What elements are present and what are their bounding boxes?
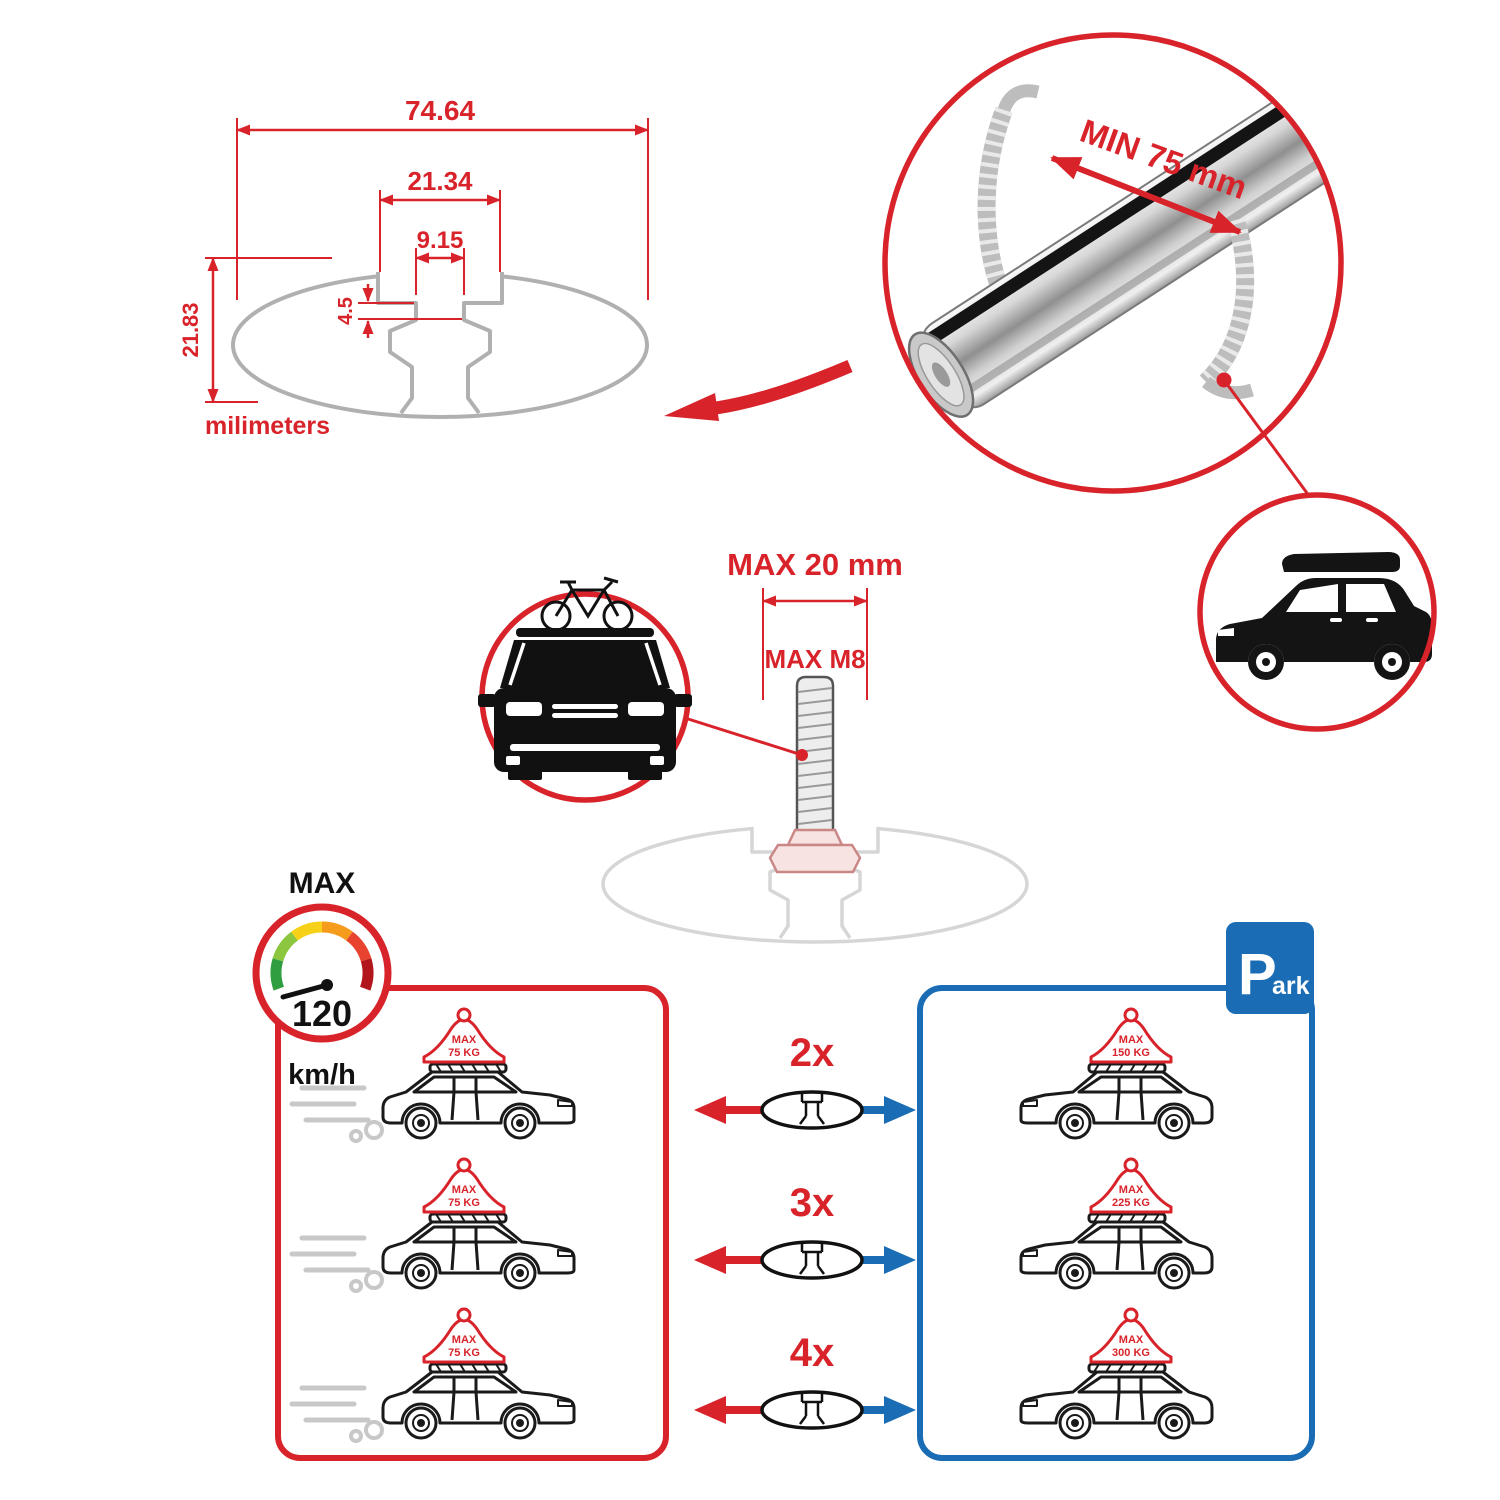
- crossbar-detail-circle: MIN 75 mm: [882, 32, 1344, 509]
- gauge-pivot: [321, 979, 333, 991]
- dim-ext-lip: [358, 302, 462, 320]
- circle-ring: [882, 32, 1344, 494]
- roof-load-badge: MAX 150 KG: [1089, 1007, 1173, 1064]
- leader-line: [684, 716, 803, 757]
- suv-roofbox-circle: [1197, 492, 1437, 732]
- load-max-label: MAX: [452, 1334, 477, 1346]
- car-front-circle: [478, 576, 808, 803]
- multiplier-label: 3x: [790, 1181, 835, 1225]
- load-kg-label: 75 KG: [448, 1197, 480, 1209]
- motion-streaks-icon: [289, 1235, 384, 1293]
- roof-load-badge: MAX 75 KG: [422, 1007, 506, 1064]
- driving-cars: MAX 75 KG MAX 75 KG MAX 75 KG: [289, 1007, 576, 1443]
- load-max-label: MAX: [1119, 1334, 1144, 1346]
- profile-outline: [231, 271, 649, 419]
- motion-streaks-icon: [289, 1385, 384, 1443]
- roof-load-badge: MAX 75 KG: [422, 1157, 506, 1214]
- load-max-label: MAX: [452, 1184, 477, 1196]
- pointer-arrow-icon: [664, 360, 853, 421]
- gauge-arc-icon: [270, 921, 374, 991]
- faded-t-slot: [750, 827, 880, 939]
- speed-max-label: MAX: [289, 867, 356, 900]
- parked-cars: MAX 150 KG MAX 225 KG MAX 300 KG: [1019, 1007, 1214, 1440]
- clamp-strap-front-icon: [1199, 217, 1255, 400]
- left-arrow-icon: [694, 1246, 726, 1274]
- dim-ext-total: [236, 118, 649, 300]
- speed-value: 120: [292, 993, 352, 1034]
- profile-cross-section-drawing: 74.64 21.34 9.15 4.5 21.83 milimeters: [178, 95, 853, 440]
- load-max-label: MAX: [1119, 1034, 1144, 1046]
- profile-icon: [760, 1090, 864, 1130]
- speed-limit-gauge: MAX 120 km/h: [252, 867, 392, 1091]
- multiplier-label: 4x: [790, 1331, 835, 1375]
- dim-slot-outer-label: 21.34: [407, 166, 473, 196]
- unit-label: milimeters: [205, 412, 330, 440]
- t-bolt-icon: [768, 675, 862, 874]
- motion-streaks-icon: [289, 1085, 384, 1143]
- leader-line: [1222, 379, 1320, 509]
- bolt-section: MAX 20 mm MAX M8: [601, 547, 1029, 944]
- parking-sign: P ark: [1226, 922, 1314, 1014]
- dim-lip-depth-label: 4.5: [335, 297, 357, 325]
- dim-ext-bolt: [762, 588, 868, 700]
- dim-slot-inner-label: 9.15: [417, 227, 464, 254]
- profile-icon: [760, 1240, 864, 1280]
- bolt-max-length-label: MAX 20 mm: [727, 547, 903, 582]
- load-kg-label: 75 KG: [448, 1047, 480, 1059]
- left-arrow-icon: [694, 1396, 726, 1424]
- load-kg-label: 300 KG: [1112, 1347, 1150, 1359]
- parking-sign-suffix: ark: [1272, 972, 1310, 1000]
- suv-icon: [1216, 552, 1432, 680]
- slot-opening-mask: [379, 264, 501, 280]
- roof-load-badge: MAX 300 KG: [1089, 1307, 1173, 1364]
- circle-ring: [1197, 492, 1437, 732]
- dim-total-width-label: 74.64: [405, 95, 475, 126]
- gauge-needle-icon: [280, 982, 330, 1000]
- bolt-threads: [797, 687, 833, 825]
- load-kg-label: 75 KG: [448, 1347, 480, 1359]
- right-arrow-icon: [884, 1246, 916, 1274]
- multiplier-column: 2x 3x 4x: [694, 1031, 916, 1430]
- t-slot-channel: [376, 272, 504, 415]
- roof-load-badge: MAX 225 KG: [1089, 1157, 1173, 1214]
- left-arrow-icon: [694, 1096, 726, 1124]
- load-kg-label: 225 KG: [1112, 1197, 1150, 1209]
- right-arrow-icon: [884, 1396, 916, 1424]
- load-max-label: MAX: [452, 1034, 477, 1046]
- parking-sign-letter: P: [1238, 942, 1277, 1007]
- car-front-icon: [478, 628, 692, 780]
- load-kg-label: 150 KG: [1112, 1047, 1150, 1059]
- bolt-point-dot: [796, 749, 808, 761]
- roof-load-badge: MAX 75 KG: [422, 1307, 506, 1364]
- profile-icon: [760, 1390, 864, 1430]
- bolt-max-thread-label: MAX M8: [764, 644, 865, 674]
- dim-height-label: 21.83: [178, 302, 203, 357]
- load-max-label: MAX: [1119, 1184, 1144, 1196]
- dim-ext-height: [205, 257, 332, 403]
- min-span-arrow-icon: [1050, 155, 1242, 235]
- right-arrow-icon: [884, 1096, 916, 1124]
- multiplier-label: 2x: [790, 1031, 835, 1075]
